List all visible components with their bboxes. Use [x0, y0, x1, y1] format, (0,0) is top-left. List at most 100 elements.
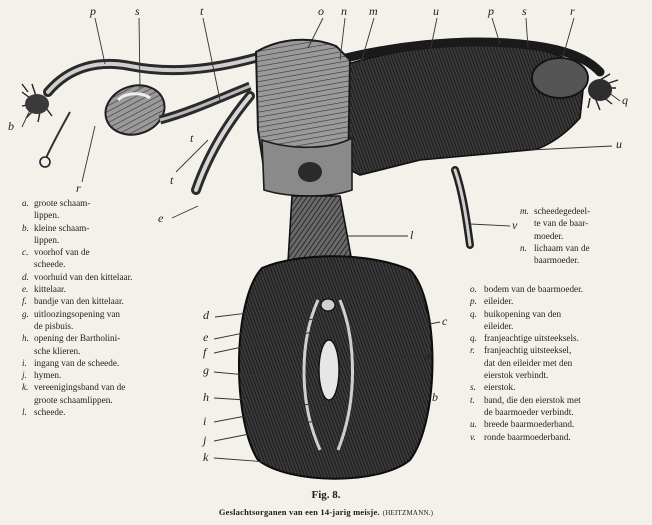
legend-entry: sche klieren. — [22, 345, 194, 357]
label-p-left: p — [90, 5, 96, 17]
label-g-low: g — [203, 364, 209, 376]
legend-text: de baarmoeder verbindt. — [484, 406, 574, 418]
label-s-left: s — [135, 5, 140, 17]
legend-key: r. — [470, 344, 484, 356]
legend-right-top: m.scheedegedeel-te van de baar-moeder.n.… — [520, 205, 640, 266]
legend-text: lichaam van de — [534, 242, 590, 254]
legend-entry: lippen. — [22, 234, 194, 246]
label-t-low: t — [190, 132, 193, 144]
legend-key — [470, 320, 484, 332]
vagina-canal — [288, 196, 352, 262]
label-e-low: e — [203, 331, 208, 343]
legend-key — [520, 230, 534, 242]
legend-key: e. — [22, 283, 34, 295]
legend-text: eierstok verbindt. — [484, 369, 548, 381]
legend-text: kittelaar. — [34, 283, 66, 295]
legend-key: m. — [520, 205, 534, 217]
legend-text: eierstok. — [484, 381, 515, 393]
legend-key: t. — [470, 394, 484, 406]
legend-entry: t.band, die den eierstok met — [470, 394, 648, 406]
legend-key: u. — [470, 418, 484, 430]
legend-text: franjeachtig uitsteeksel, — [484, 344, 571, 356]
legend-entry: i.ingang van de scheede. — [22, 357, 194, 369]
legend-text: groote schaam- — [34, 197, 90, 209]
legend-entry: j.hymen. — [22, 369, 194, 381]
label-a-right: a — [424, 350, 430, 362]
legend-text: hymen. — [34, 369, 61, 381]
legend-entry: k.vereenigingsband van de — [22, 381, 194, 393]
label-t-top: t — [200, 5, 203, 17]
legend-key: s. — [470, 381, 484, 393]
legend-entry: a.groote schaam- — [22, 197, 194, 209]
label-d-low: d — [203, 309, 209, 321]
legend-entry: d.voorhuid van den kittelaar. — [22, 271, 194, 283]
label-t-mid: t — [170, 174, 173, 186]
vaginal-opening — [319, 340, 339, 400]
legend-key — [22, 258, 34, 270]
legend-entry: l.scheede. — [22, 406, 194, 418]
legend-text: ronde baarmoederband. — [484, 431, 571, 443]
legend-text: breede baarmoederband. — [484, 418, 574, 430]
legend-right: o.bodem van de baarmoeder.p.eileider.q.b… — [470, 283, 648, 443]
legend-entry: de baarmoeder verbindt. — [470, 406, 648, 418]
legend-text: scheede. — [34, 406, 65, 418]
legend-key: i. — [22, 357, 34, 369]
left-ovary — [99, 78, 171, 142]
legend-key: d. — [22, 271, 34, 283]
label-v-right: v — [512, 219, 517, 231]
legend-key: l. — [22, 406, 34, 418]
legend-text: sche klieren. — [34, 345, 80, 357]
label-m: m — [369, 5, 378, 17]
legend-key: g. — [22, 308, 34, 320]
label-j-low: j — [203, 434, 206, 446]
legend-key — [470, 357, 484, 369]
legend-text: baarmoeder. — [534, 254, 579, 266]
legend-entry: lippen. — [22, 209, 194, 221]
legend-key: f. — [22, 295, 34, 307]
legend-entry: q.franjeachtige uitsteeksels. — [470, 332, 648, 344]
legend-text: eileider. — [484, 320, 513, 332]
legend-key: j. — [22, 369, 34, 381]
legend-key — [22, 209, 34, 221]
legend-text: vereenigingsband van de — [34, 381, 125, 393]
legend-entry: c.voorhof van de — [22, 246, 194, 258]
legend-text: lippen. — [34, 209, 59, 221]
legend-key — [520, 217, 534, 229]
legend-entry: scheede. — [22, 258, 194, 270]
legend-key — [22, 394, 34, 406]
label-r-right: r — [570, 5, 575, 17]
legend-text: scheedegedeel- — [534, 205, 590, 217]
legend-text: opening der Bartholini- — [34, 332, 120, 344]
legend-key: k. — [22, 381, 34, 393]
label-o: o — [318, 5, 324, 17]
legend-entry: de pisbuis. — [22, 320, 194, 332]
legend-left: a.groote schaam-lippen.b.kleine schaam-l… — [22, 197, 194, 418]
legend-entry: u.breede baarmoederband. — [470, 418, 648, 430]
legend-text: eileider. — [484, 295, 513, 307]
legend-key — [22, 234, 34, 246]
figure-source: (HEITZMANN.) — [383, 509, 433, 517]
legend-text: groote schaamlippen. — [34, 394, 113, 406]
legend-key: h. — [22, 332, 34, 344]
legend-entry: n.lichaam van de — [520, 242, 640, 254]
legend-text: ingang van de scheede. — [34, 357, 119, 369]
legend-entry: baarmoeder. — [520, 254, 640, 266]
label-h-low: h — [203, 391, 209, 403]
figure-number: Fig. 8. — [0, 489, 652, 501]
figure-caption: Geslachtsorganen van een 14-jarig meisje… — [0, 507, 652, 517]
legend-entry: f.bandje van den kittelaar. — [22, 295, 194, 307]
label-f-low: f — [203, 346, 206, 358]
legend-key: c. — [22, 246, 34, 258]
label-b-right: b — [432, 391, 438, 403]
left-round-ligament-lower — [196, 96, 250, 190]
left-round-ligament — [46, 112, 70, 158]
legend-key — [22, 345, 34, 357]
legend-text: scheede. — [34, 258, 65, 270]
legend-text: lippen. — [34, 234, 59, 246]
label-u-top: u — [433, 5, 439, 17]
legend-entry: groote schaamlippen. — [22, 394, 194, 406]
legend-key — [520, 254, 534, 266]
legend-key: n. — [520, 242, 534, 254]
legend-key: q. — [470, 308, 484, 320]
legend-text: bandje van den kittelaar. — [34, 295, 124, 307]
